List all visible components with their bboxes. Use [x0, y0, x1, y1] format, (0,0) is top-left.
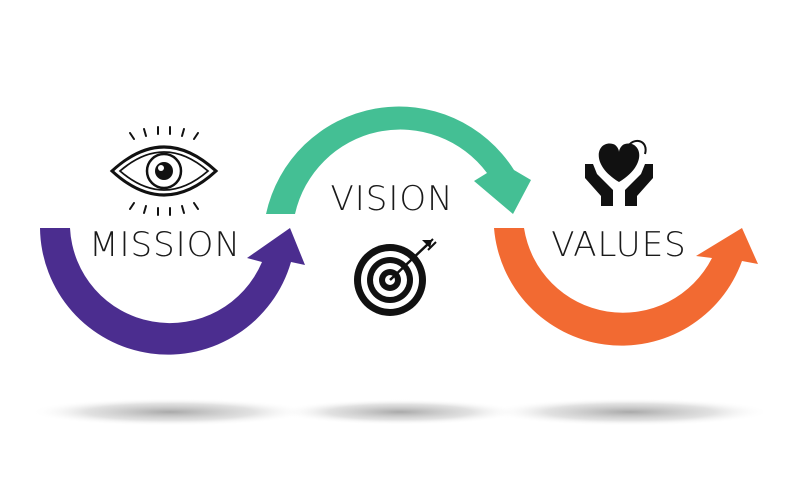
- vision-arrow: [266, 106, 531, 214]
- mission-arrow: [40, 228, 305, 355]
- target-arrow-icon: [354, 238, 437, 316]
- vision-label: VISION: [330, 179, 453, 219]
- eye-icon: [109, 126, 219, 216]
- heart-hands-icon: [585, 139, 653, 206]
- values-arrow: [494, 228, 758, 346]
- ground-shadows: [30, 398, 770, 426]
- values-label: VALUES: [551, 225, 687, 265]
- mission-label: MISSION: [89, 225, 241, 265]
